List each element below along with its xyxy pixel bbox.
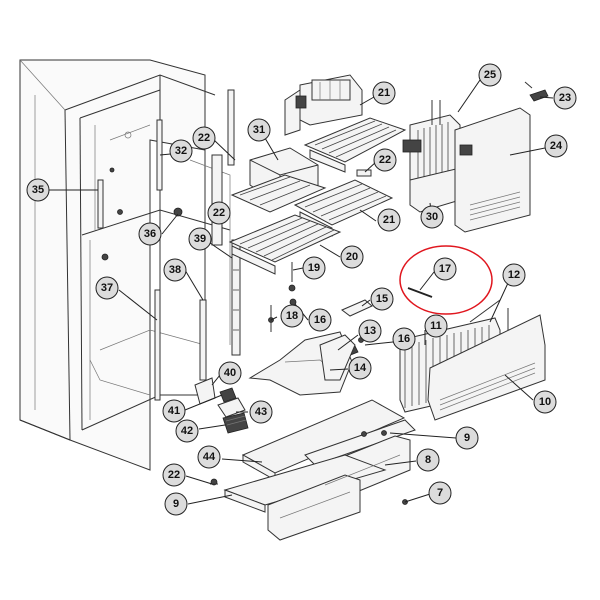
callout-21: 21 [377, 208, 401, 232]
svg-text:23: 23 [559, 92, 571, 104]
svg-text:17: 17 [439, 263, 451, 275]
callout-25: 25 [478, 63, 502, 87]
callout-16: 16 [308, 308, 332, 332]
lower-drawers [210, 399, 416, 541]
svg-text:43: 43 [255, 406, 267, 418]
middle-shelf [228, 214, 342, 292]
callout-19: 19 [302, 256, 326, 280]
svg-text:24: 24 [550, 140, 563, 152]
callout-38: 38 [163, 258, 187, 282]
callout-13: 13 [358, 319, 382, 343]
callout-10: 10 [533, 390, 557, 414]
callout-22: 22 [162, 463, 186, 487]
callout-41: 41 [162, 399, 186, 423]
svg-text:36: 36 [144, 228, 156, 240]
callout-43: 43 [249, 400, 273, 424]
svg-text:7: 7 [437, 487, 443, 499]
svg-text:11: 11 [430, 320, 442, 332]
svg-text:22: 22 [213, 207, 225, 219]
cabinet [19, 59, 231, 471]
part-17 [407, 287, 433, 298]
svg-text:13: 13 [364, 325, 376, 337]
svg-text:9: 9 [464, 432, 470, 444]
svg-text:44: 44 [203, 451, 216, 463]
callout-42: 42 [175, 419, 199, 443]
callout-30: 30 [420, 205, 444, 229]
svg-text:40: 40 [224, 367, 236, 379]
svg-text:31: 31 [253, 124, 265, 136]
svg-text:41: 41 [168, 405, 180, 417]
svg-text:30: 30 [426, 211, 438, 223]
svg-text:25: 25 [484, 69, 496, 81]
callout-8: 8 [416, 448, 440, 472]
callout-9: 9 [164, 492, 188, 516]
svg-text:18: 18 [286, 310, 298, 322]
svg-text:20: 20 [346, 251, 358, 263]
svg-text:16: 16 [398, 333, 410, 345]
svg-text:12: 12 [508, 269, 520, 281]
svg-text:21: 21 [378, 87, 390, 99]
callout-22: 22 [373, 148, 397, 172]
callout-22: 22 [192, 126, 216, 150]
evaporator-assembly [402, 100, 531, 233]
svg-text:22: 22 [168, 469, 180, 481]
callout-32: 32 [169, 139, 193, 163]
callout-44: 44 [197, 445, 221, 469]
highlight-circle [399, 245, 493, 315]
control-parts [194, 377, 249, 434]
svg-text:8: 8 [425, 454, 431, 466]
svg-text:22: 22 [198, 132, 210, 144]
svg-text:22: 22 [379, 154, 391, 166]
callout-23: 23 [553, 86, 577, 110]
callout-17: 17 [433, 257, 457, 281]
svg-text:9: 9 [173, 498, 179, 510]
callout-7: 7 [428, 481, 452, 505]
callout-39: 39 [188, 227, 212, 251]
callout-14: 14 [348, 356, 372, 380]
svg-text:38: 38 [169, 264, 181, 276]
svg-text:42: 42 [181, 425, 193, 437]
svg-text:39: 39 [194, 233, 206, 245]
svg-text:15: 15 [376, 293, 388, 305]
upper-shelf [230, 117, 407, 237]
callout-18: 18 [280, 304, 304, 328]
callout-12: 12 [502, 263, 526, 287]
callout-35: 35 [26, 178, 50, 202]
callout-40: 40 [218, 361, 242, 385]
svg-text:19: 19 [308, 262, 320, 274]
callout-24: 24 [544, 134, 568, 158]
callout-11: 11 [424, 314, 448, 338]
svg-text:37: 37 [101, 282, 113, 294]
callout-22: 22 [207, 201, 231, 225]
callout-31: 31 [247, 118, 271, 142]
callout-20: 20 [340, 245, 364, 269]
svg-text:14: 14 [354, 362, 367, 374]
small-bracket [524, 81, 549, 102]
callout-16: 16 [392, 327, 416, 351]
leader-lines [48, 79, 554, 505]
condenser [399, 299, 546, 421]
callout-9: 9 [455, 426, 479, 450]
svg-text:32: 32 [175, 145, 187, 157]
svg-text:35: 35 [32, 184, 44, 196]
ice-maker [284, 74, 363, 136]
callout-37: 37 [95, 276, 119, 300]
callout-15: 15 [370, 287, 394, 311]
callout-36: 36 [138, 222, 162, 246]
svg-text:16: 16 [314, 314, 326, 326]
callout-21: 21 [372, 81, 396, 105]
svg-text:10: 10 [539, 396, 551, 408]
callouts: 25 23 21 24 31 22 32 22 35 21 30 22 36 3… [26, 63, 577, 516]
svg-text:21: 21 [383, 214, 395, 226]
